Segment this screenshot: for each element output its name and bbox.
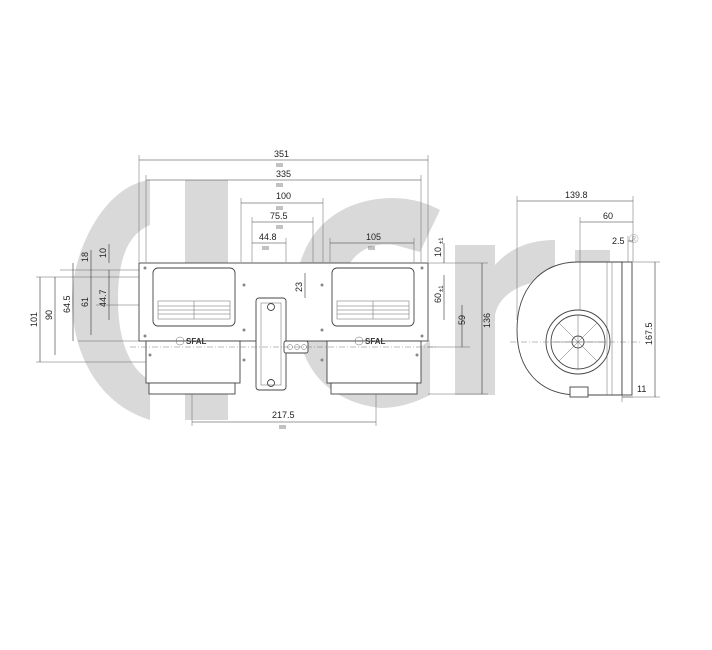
dim-mount-width: 335 [276,169,291,179]
dim-inner-75-5: 75.5 [270,211,288,221]
dim-inner-100: 100 [276,191,291,201]
dim-left-44-7: 44.7 [98,289,108,307]
dim-left-101: 101 [29,312,39,327]
registered-mark: ® [629,231,639,246]
dim-side-167-5: 167.5 [644,322,654,345]
brand-label-left: SFAL [186,337,207,346]
front-view-other-dimensions: 23 217.5 [191,273,377,429]
dim-left-18: 18 [80,252,90,262]
dim-right-60: 60 [433,293,443,303]
front-view-right-dimensions: 10 ±1 60 ±1 59 136 [428,237,492,395]
dim-right-136: 136 [482,313,492,328]
dim-bottom-217-5: 217.5 [272,410,295,420]
dim-inner-44-8: 44.8 [259,232,277,242]
dim-overall-width: 351 [274,149,289,159]
front-view-top-dimensions: 351 335 100 75.5 44.8 105 [138,149,429,262]
dim-right-10-tol: ±1 [439,237,445,244]
dim-side-60: 60 [603,211,613,221]
side-view-blower [510,261,640,398]
dim-left-61: 61 [80,297,90,307]
side-view-dimensions: 139.8 60 2.5 167.5 11 [516,190,660,402]
dim-right-60-tol: ±1 [439,285,445,292]
dim-left-90: 90 [44,310,54,320]
brand-label-right: SFAL [365,337,386,346]
front-view-left-dimensions: 101 90 64.5 61 18 10 44.7 [29,244,146,363]
dim-side-2-5: 2.5 [612,236,625,246]
dim-right-10: 10 [433,247,443,257]
dim-h-23: 23 [294,282,304,292]
dim-side-11: 11 [637,384,646,394]
dim-left-64-5: 64.5 [62,295,72,313]
front-view-blower: SFAL SFAL [130,262,436,395]
dim-left-10: 10 [98,248,108,258]
dim-outlet-width: 105 [366,232,381,242]
dim-right-59: 59 [457,315,467,325]
dim-side-139-8: 139.8 [565,190,588,200]
